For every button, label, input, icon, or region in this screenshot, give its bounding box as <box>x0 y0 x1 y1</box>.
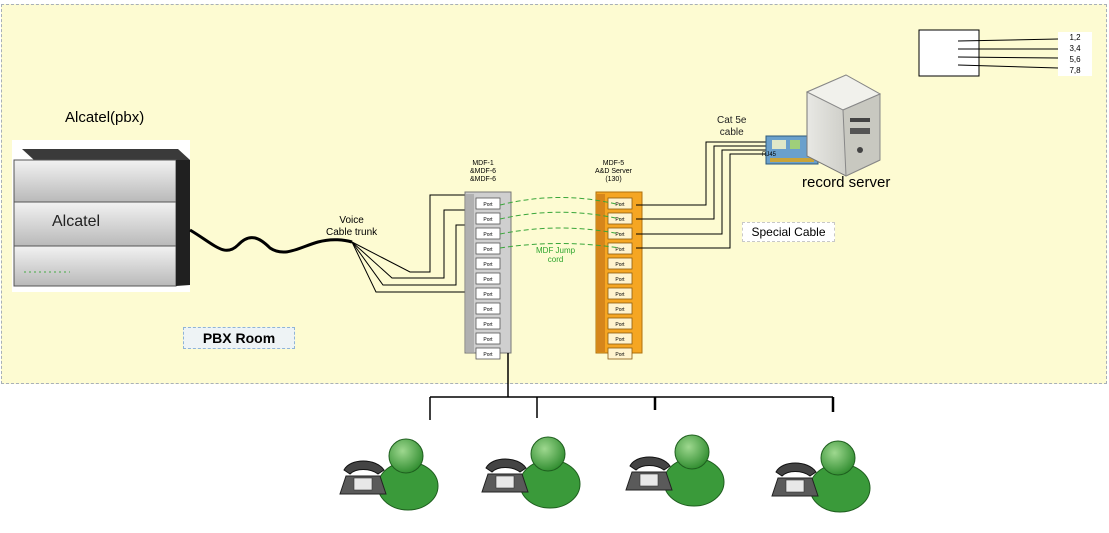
port-label: Port <box>483 337 493 343</box>
port-label: Port <box>615 262 625 268</box>
port-label: Port <box>483 307 493 313</box>
port-block: Port <box>607 197 633 210</box>
record-server <box>805 74 882 177</box>
mdf-right-line-2: A&D Server <box>595 168 632 175</box>
port-block: Port <box>607 302 633 315</box>
telephone-icon <box>481 458 529 493</box>
port-label: Port <box>615 322 625 328</box>
port-label: Port <box>615 277 625 283</box>
pbx-cabinet <box>12 140 190 292</box>
pbx-title: Alcatel(pbx) <box>65 109 145 126</box>
mdf-right-heading: MDF-5 A&D Server (130) <box>595 160 632 184</box>
port-label: Port <box>615 337 625 343</box>
port-block: Port <box>607 332 633 345</box>
port-block: Port <box>475 212 501 225</box>
mdf-right-line-3: (130) <box>605 176 622 183</box>
port-label: Port <box>483 322 493 328</box>
port-block: Port <box>475 317 501 330</box>
port-label: Port <box>615 352 625 358</box>
pin-pair-list: 1,2 3,4 5,6 7,8 <box>1058 32 1092 76</box>
port-block: Port <box>475 197 501 210</box>
jump-cords <box>499 197 621 249</box>
jump-cord-label: MDF Jump cord <box>536 246 575 264</box>
port-label: Port <box>483 202 493 208</box>
port-label: Port <box>615 307 625 313</box>
mdf-right-panel: PortPortPortPortPortPortPortPortPortPort… <box>595 191 643 360</box>
user-with-phone-icon <box>339 438 439 511</box>
port-label: Port <box>483 232 493 238</box>
port-label: Port <box>615 202 625 208</box>
port-block: Port <box>607 272 633 285</box>
pbx-brand: Alcatel <box>52 213 101 230</box>
pbx-trunk-cable <box>189 228 353 254</box>
port-label: Port <box>615 292 625 298</box>
jump-line-2: cord <box>547 255 564 264</box>
user-with-phone-icon <box>481 436 581 509</box>
port-label: Port <box>483 352 493 358</box>
port-block: Port <box>607 347 633 360</box>
pin-pair: 7,8 <box>1069 66 1081 75</box>
voice-label: Voice <box>339 215 364 226</box>
pin-pair: 1,2 <box>1069 33 1081 42</box>
port-block: Port <box>607 317 633 330</box>
jump-line-1: MDF Jump <box>536 246 576 255</box>
port-label: Port <box>615 232 625 238</box>
mdf-left-line-3: &MDF-6 <box>470 176 497 183</box>
port-block: Port <box>475 332 501 345</box>
telephone-icon <box>339 460 387 495</box>
port-block: Port <box>475 227 501 240</box>
port-block: Port <box>475 272 501 285</box>
port-block: Port <box>607 242 633 255</box>
rj45-label: RJ45 <box>762 152 777 158</box>
connector-sketch <box>918 29 1059 77</box>
port-block: Port <box>475 347 501 360</box>
user-with-phone-icon <box>625 434 725 507</box>
special-cable-label: Special Cable <box>742 222 835 242</box>
voice-trunk-label: Voice Cable trunk <box>326 215 377 239</box>
mdf-left-heading: MDF-1 &MDF-6 &MDF-6 <box>470 160 496 184</box>
server-cables <box>636 141 770 249</box>
port-block: Port <box>475 287 501 300</box>
cat5e-line-2: cable <box>719 127 744 138</box>
telephone-icon <box>771 462 819 497</box>
pin-pair: 3,4 <box>1069 44 1081 53</box>
cat5e-label: Cat 5e cable <box>717 115 746 139</box>
mdf-left-line-1: MDF-1 <box>472 160 494 167</box>
mdf-left-line-2: &MDF-6 <box>470 168 497 175</box>
pin-pair: 5,6 <box>1069 55 1081 64</box>
pbx-room-label: PBX Room <box>183 327 295 349</box>
port-label: Port <box>615 217 625 223</box>
cable-trunk-label: Cable trunk <box>326 227 378 238</box>
port-label: Port <box>483 247 493 253</box>
telephone-icon <box>625 456 673 491</box>
port-block: Port <box>607 287 633 300</box>
port-label: Port <box>483 277 493 283</box>
mdf-right-line-1: MDF-5 <box>602 160 625 167</box>
user-with-phone-icon <box>771 440 871 513</box>
trunk-fanout <box>351 194 474 293</box>
port-label: Port <box>483 262 493 268</box>
port-block: Port <box>607 257 633 270</box>
cat5e-line-1: Cat 5e <box>717 115 747 126</box>
port-block: Port <box>475 257 501 270</box>
port-block: Port <box>475 302 501 315</box>
station-lines <box>429 353 835 420</box>
port-label: Port <box>483 292 493 298</box>
port-block: Port <box>475 242 501 255</box>
record-server-label: record server <box>802 174 891 191</box>
port-label: Port <box>483 217 493 223</box>
port-label: Port <box>615 247 625 253</box>
mdf-left-panel: PortPortPortPortPortPortPortPortPortPort… <box>464 191 512 360</box>
